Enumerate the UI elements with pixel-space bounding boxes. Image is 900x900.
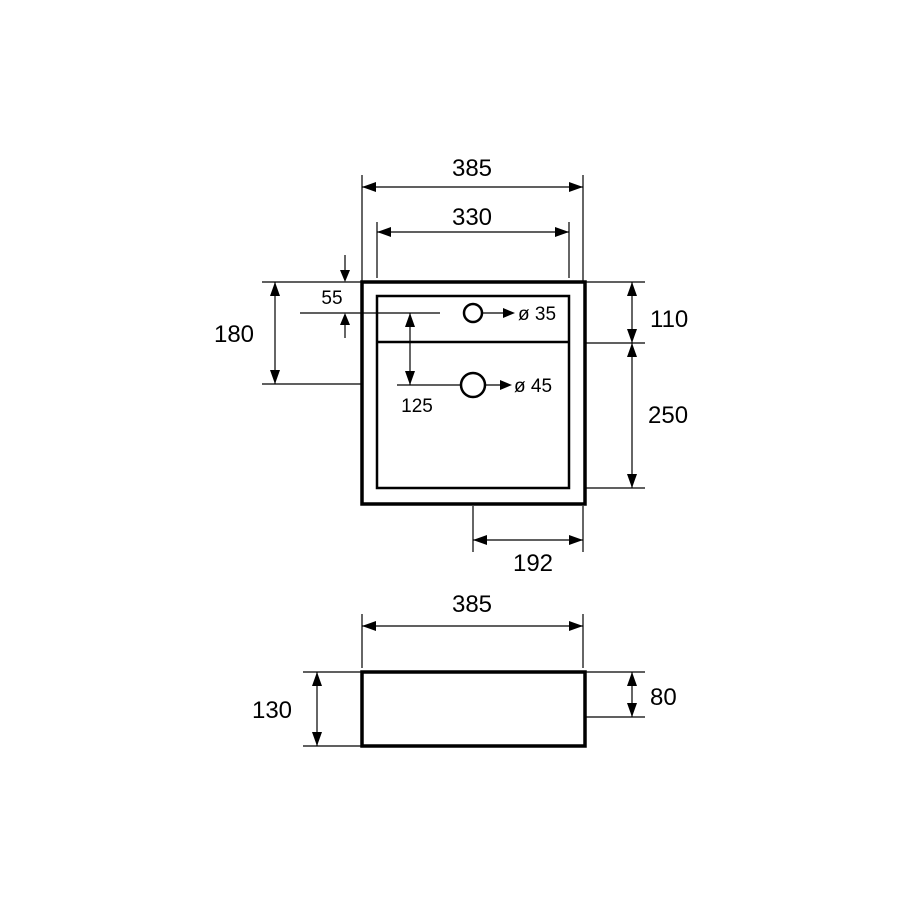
dim-total-height: 130 [252,671,362,747]
dim-inner-width: 330 [376,204,570,278]
side-view: 385 130 80 [252,591,677,748]
dim-ledge-depth: 180 [214,281,362,385]
dim-deck-depth: 110 [585,281,688,344]
overall-width-label: 385 [452,155,492,182]
deck-depth-label: 110 [650,306,688,333]
dim-hole-offset: 55 [300,255,440,338]
drain-offset-x-label: 192 [513,550,553,577]
tap-hole-leader-arrow [503,308,515,318]
drain-hole-icon [459,371,487,399]
side-width-label: 385 [452,591,492,618]
basin-outline [360,280,587,506]
hole-offset-label: 55 [321,288,342,309]
bowl-height-label: 80 [650,684,677,711]
ledge-depth-label: 180 [214,321,254,348]
drain-hole-leader-arrow [500,380,512,390]
bowl-depth-label: 250 [648,402,688,429]
basin-side-outline [360,670,587,748]
tap-hole-diameter-label: ø 35 [518,304,556,325]
basin-bowl [375,294,571,490]
top-view: ø 35 ø 45 385 330 [214,155,688,577]
dim-side-width: 385 [361,591,584,668]
drain-offset-y-label: 125 [401,396,433,417]
dim-bowl-depth: 250 [585,343,688,489]
inner-width-label: 330 [452,204,492,231]
dim-bowl-height: 80 [585,671,677,718]
dim-overall-width: 385 [361,155,584,282]
drain-hole-diameter-label: ø 45 [514,376,552,397]
dim-drain-offset-x: 192 [472,506,584,577]
tap-hole-icon [462,302,484,324]
dim-drain-offset-y: 125 [397,313,460,417]
total-height-label: 130 [252,697,292,724]
